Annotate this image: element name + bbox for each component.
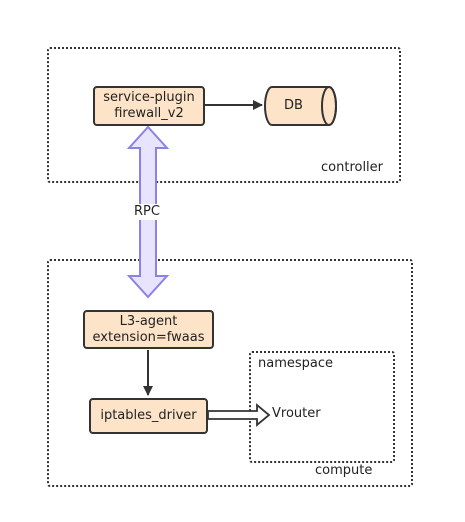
- l3-agent-box: L3-agent extension=fwaas: [83, 310, 214, 349]
- iptables-driver-box: iptables_driver: [89, 398, 208, 434]
- l3-agent-line1: L3-agent: [119, 313, 178, 329]
- vrouter-label: Vrouter: [272, 406, 321, 421]
- service-plugin-line1: service-plugin: [103, 90, 195, 105]
- service-plugin-line2: firewall_v2: [114, 106, 184, 121]
- l3-agent-line2: extension=fwaas: [92, 329, 205, 345]
- compute-region: [47, 259, 413, 487]
- iptables-driver-label: iptables_driver: [100, 408, 197, 423]
- iptables-to-vrouter-arrow: [207, 403, 271, 427]
- controller-label: controller: [321, 160, 384, 175]
- rpc-label: RPC: [133, 204, 161, 220]
- namespace-region: [249, 351, 395, 463]
- db-label: DB: [284, 98, 303, 113]
- controller-region: [47, 47, 401, 183]
- compute-label: compute: [315, 463, 373, 478]
- namespace-label: namespace: [258, 356, 334, 371]
- service-plugin-box: service-plugin firewall_v2: [93, 86, 205, 126]
- db-cylinder: [264, 86, 337, 126]
